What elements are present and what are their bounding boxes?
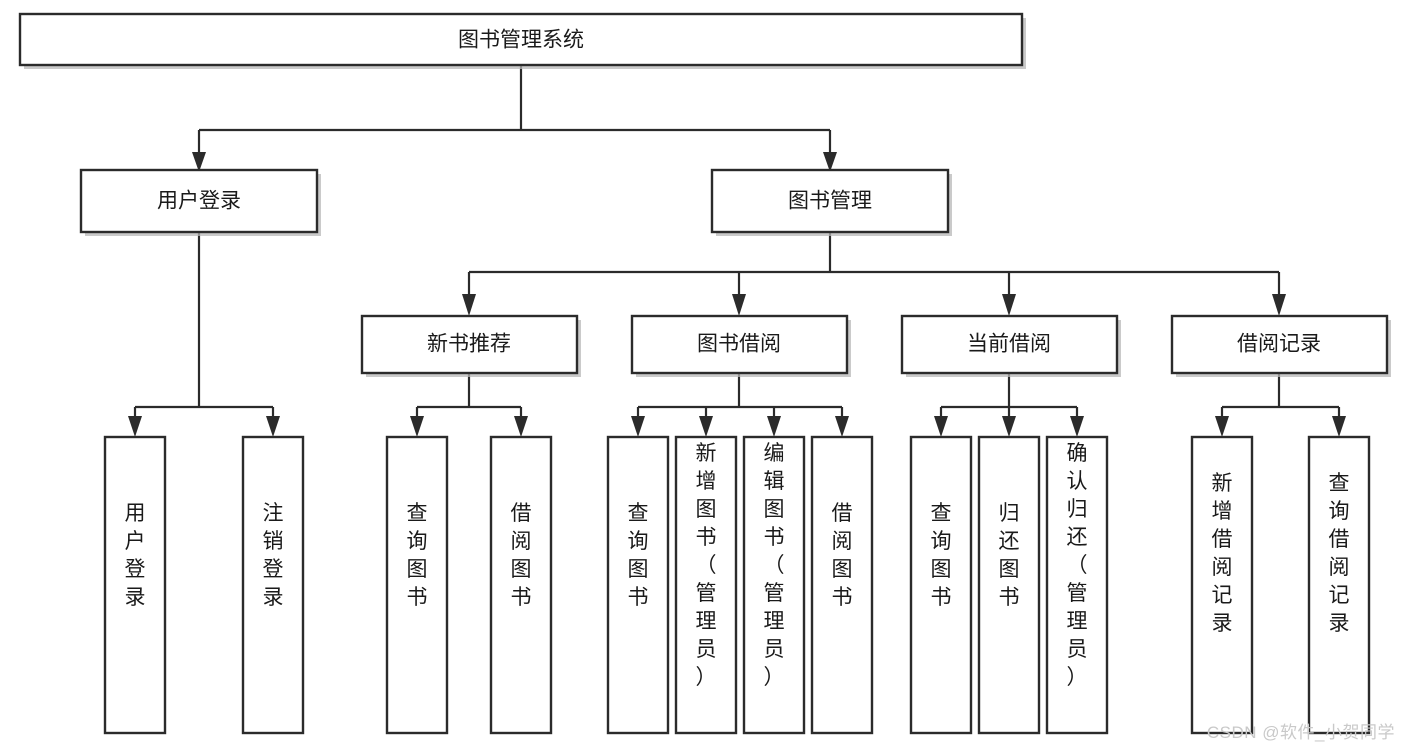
arrow-book-borrow (732, 294, 746, 316)
node-leaf-query-book-1-box (385, 435, 449, 735)
node-leaf-edit-book-box (742, 435, 806, 735)
node-leaf-return-book-box (977, 435, 1041, 735)
node-leaf-borrow-book-1[interactable]: 借阅图书 (489, 435, 553, 735)
node-book-borrow[interactable]: 图书借阅 (630, 314, 851, 377)
node-leaf-user-logout-box (241, 435, 305, 735)
node-leaf-add-record-box (1190, 435, 1254, 735)
arrow-new-book-recommend (462, 294, 476, 316)
arrow-leaf-add-book (699, 416, 713, 437)
node-leaf-query-book-2-label: 查询图书 (628, 502, 649, 609)
arrow-leaf-query-book-2 (631, 416, 645, 437)
arrow-book-management (823, 152, 837, 172)
node-borrow-record-box (1170, 314, 1389, 375)
node-leaf-user-login-label: 用户登录 (125, 502, 146, 609)
node-root-box (18, 12, 1024, 67)
arrow-leaf-borrow-book-1 (514, 416, 528, 437)
node-leaf-edit-book[interactable]: 编辑图书（管理员） (742, 435, 806, 735)
node-leaf-user-logout-label: 注销登录 (263, 502, 284, 609)
node-leaf-borrow-book-2-label: 借阅图书 (832, 502, 853, 609)
node-leaf-confirm-return[interactable]: 确认归还（管理员） (1045, 435, 1109, 735)
node-leaf-query-book-2-box (606, 435, 670, 735)
node-leaf-add-record[interactable]: 新增借阅记录 (1190, 435, 1254, 735)
node-current-borrow-label: 当前借阅 (967, 333, 1051, 356)
arrow-leaf-return-book (1002, 416, 1016, 437)
arrow-borrow-record (1272, 294, 1286, 316)
node-new-book-recommend-label: 新书推荐 (427, 333, 511, 356)
arrow-leaf-query-book-1 (410, 416, 424, 437)
node-book-borrow-box (630, 314, 849, 375)
node-leaf-query-record-box (1307, 435, 1371, 735)
node-user-login-label: 用户登录 (157, 190, 241, 213)
node-leaf-query-book-3[interactable]: 查询图书 (909, 435, 973, 735)
arrow-leaf-user-login (128, 416, 142, 437)
node-root[interactable]: 图书管理系统 (18, 12, 1026, 69)
node-borrow-record-label: 借阅记录 (1237, 333, 1321, 356)
node-leaf-query-book-2[interactable]: 查询图书 (606, 435, 670, 735)
node-new-book-recommend[interactable]: 新书推荐 (360, 314, 581, 377)
node-leaf-user-login-box (103, 435, 167, 735)
node-leaf-borrow-book-2-box (810, 435, 874, 735)
node-leaf-edit-book-label: 编辑图书（管理员） (764, 442, 785, 689)
node-leaf-borrow-book-1-label: 借阅图书 (511, 502, 532, 609)
arrow-leaf-query-book-3 (934, 416, 948, 437)
node-leaf-borrow-book-2[interactable]: 借阅图书 (810, 435, 874, 735)
node-current-borrow-box (900, 314, 1119, 375)
arrow-current-borrow (1002, 294, 1016, 316)
node-leaf-add-book[interactable]: 新增图书（管理员） (674, 435, 738, 735)
node-leaf-query-book-1[interactable]: 查询图书 (385, 435, 449, 735)
node-leaf-query-book-1-label: 查询图书 (407, 502, 428, 609)
node-leaf-query-record[interactable]: 查询借阅记录 (1307, 435, 1371, 735)
arrow-leaf-add-record (1215, 416, 1229, 437)
arrow-leaf-user-logout (266, 416, 280, 437)
arrow-leaf-edit-book (767, 416, 781, 437)
node-leaf-return-book[interactable]: 归还图书 (977, 435, 1041, 735)
node-user-login[interactable]: 用户登录 (79, 168, 321, 236)
node-book-management-box (710, 168, 950, 234)
node-leaf-query-book-3-label: 查询图书 (931, 502, 952, 609)
node-borrow-record[interactable]: 借阅记录 (1170, 314, 1391, 377)
node-leaf-borrow-book-1-box (489, 435, 553, 735)
node-book-management-label: 图书管理 (788, 190, 872, 213)
node-leaf-query-record-label: 查询借阅记录 (1329, 472, 1350, 635)
node-leaf-confirm-return-box (1045, 435, 1109, 735)
node-leaf-user-login[interactable]: 用户登录 (103, 435, 167, 735)
node-book-management[interactable]: 图书管理 (710, 168, 952, 236)
arrow-leaf-query-record (1332, 416, 1346, 437)
node-leaf-add-book-label: 新增图书（管理员） (696, 442, 717, 689)
node-leaf-return-book-label: 归还图书 (999, 502, 1020, 609)
arrow-user-login (192, 152, 206, 172)
arrow-leaf-borrow-book-2 (835, 416, 849, 437)
node-leaf-query-book-3-box (909, 435, 973, 735)
connector-layer (128, 65, 1346, 437)
node-book-borrow-label: 图书借阅 (697, 333, 781, 356)
node-current-borrow[interactable]: 当前借阅 (900, 314, 1121, 377)
arrow-leaf-confirm-return (1070, 416, 1084, 437)
node-root-label: 图书管理系统 (458, 29, 584, 52)
node-leaf-add-book-box (674, 435, 738, 735)
node-leaf-confirm-return-label: 确认归还（管理员） (1067, 442, 1088, 689)
node-new-book-recommend-box (360, 314, 579, 375)
node-user-login-box (79, 168, 319, 234)
node-leaf-user-logout[interactable]: 注销登录 (241, 435, 305, 735)
node-leaf-add-record-label: 新增借阅记录 (1212, 472, 1233, 635)
